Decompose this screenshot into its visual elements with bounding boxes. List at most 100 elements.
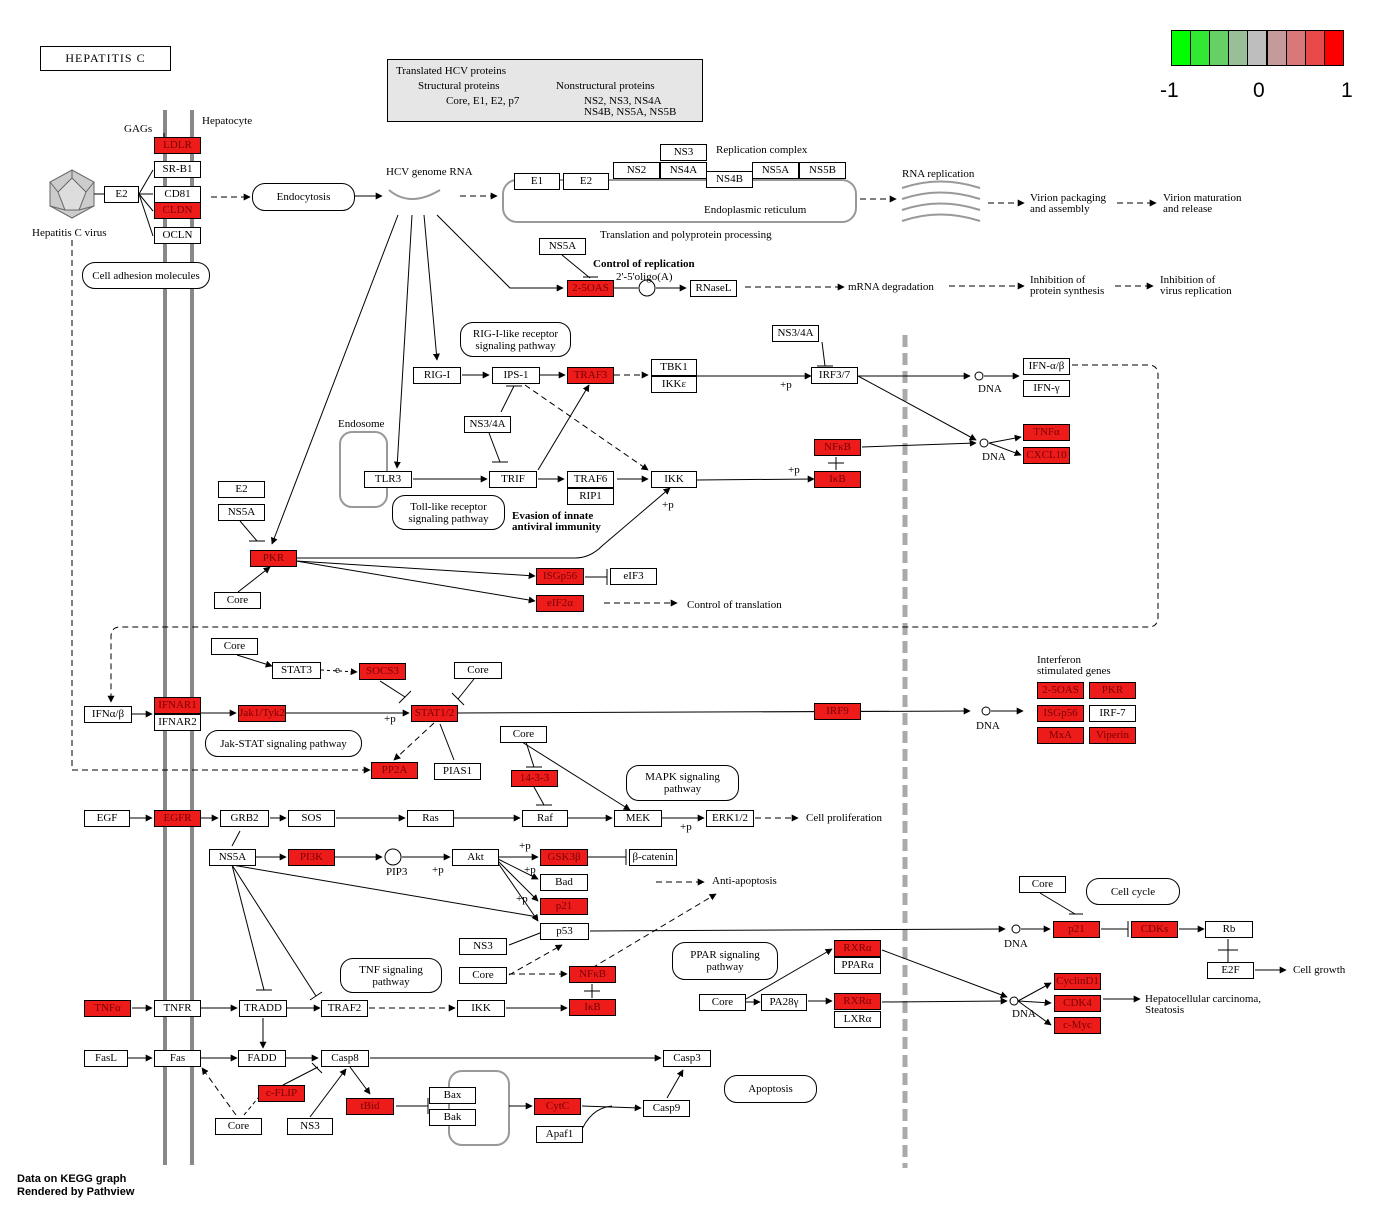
gene-node-cd81[interactable]: CD81 — [154, 186, 201, 203]
gene-node-bad[interactable]: Bad — [540, 874, 588, 891]
gene-node-ns3b[interactable]: NS3 — [459, 938, 507, 955]
gene-node-e2b[interactable]: E2 — [563, 173, 609, 190]
gene-node-tnfr[interactable]: TNFR — [154, 1000, 201, 1017]
gene-node-ns34a[interactable]: NS3/4A — [772, 325, 819, 342]
gene-node-cflip[interactable]: c-FLIP — [258, 1085, 305, 1102]
pathway-link-ppar[interactable]: PPAR signaling pathway — [672, 942, 778, 980]
gene-node-erk12[interactable]: ERK1/2 — [706, 810, 754, 827]
gene-node-oas2[interactable]: 2-5OAS — [1037, 682, 1084, 699]
gene-node-p53[interactable]: p53 — [540, 923, 589, 940]
gene-node-irf7[interactable]: IRF-7 — [1089, 705, 1136, 722]
gene-node-ns5a3[interactable]: NS5A — [218, 504, 265, 521]
gene-node-cmyc[interactable]: c-Myc — [1054, 1017, 1101, 1034]
gene-node-tradd[interactable]: TRADD — [239, 1000, 287, 1017]
gene-node-gsk3b[interactable]: GSK3β — [540, 849, 588, 866]
pathway-link-tnf[interactable]: TNF signaling pathway — [340, 958, 442, 993]
gene-node-fasl[interactable]: FasL — [84, 1050, 128, 1067]
gene-node-tlr3[interactable]: TLR3 — [364, 471, 412, 488]
gene-node-casp8[interactable]: Casp8 — [321, 1050, 369, 1067]
gene-node-nfkb1[interactable]: NFκB — [814, 439, 861, 456]
gene-node-isg56[interactable]: ISGp56 — [536, 568, 584, 585]
gene-node-core2[interactable]: Core — [211, 638, 258, 655]
gene-node-rig-i[interactable]: RIG-I — [413, 367, 461, 384]
gene-node-raf[interactable]: Raf — [522, 810, 568, 827]
gene-node-1433[interactable]: 14-3-3 — [511, 770, 558, 787]
gene-node-e2[interactable]: E2 — [104, 186, 139, 203]
gene-node-pa28g[interactable]: PA28γ — [761, 994, 807, 1011]
gene-node-ns3c[interactable]: NS3 — [287, 1118, 333, 1135]
gene-node-ras[interactable]: Ras — [407, 810, 454, 827]
gene-node-rb[interactable]: Rb — [1205, 921, 1253, 938]
gene-node-ikke[interactable]: IKKε — [651, 376, 697, 393]
gene-node-ifng[interactable]: IFN-γ — [1023, 380, 1070, 397]
gene-node-ns3[interactable]: NS3 — [660, 144, 707, 161]
gene-node-casp3[interactable]: Casp3 — [663, 1050, 711, 1067]
gene-node-cyclind1[interactable]: CyclinD1 — [1054, 973, 1101, 990]
gene-node-nfkb2[interactable]: NFκB — [569, 966, 616, 983]
gene-node-lxra[interactable]: LXRα — [834, 1011, 881, 1028]
gene-node-irf37[interactable]: IRF3/7 — [811, 367, 858, 384]
gene-node-pkr[interactable]: PKR — [250, 550, 297, 567]
gene-node-irf9[interactable]: IRF9 — [814, 703, 861, 720]
pathway-link-jak[interactable]: Jak-STAT signaling pathway — [205, 730, 362, 757]
gene-node-ikb2[interactable]: IκB — [569, 999, 616, 1016]
gene-node-cldn[interactable]: CLDN — [154, 202, 201, 219]
gene-node-isg562[interactable]: ISGp56 — [1037, 705, 1084, 722]
gene-node-ips-1[interactable]: IPS-1 — [492, 367, 540, 384]
gene-node-sos[interactable]: SOS — [288, 810, 335, 827]
gene-node-egfr[interactable]: EGFR — [154, 810, 201, 827]
gene-node-casp9[interactable]: Casp9 — [643, 1100, 690, 1117]
gene-node-ns5a[interactable]: NS5A — [752, 162, 799, 179]
gene-node-core4[interactable]: Core — [500, 726, 547, 743]
pathway-link-mapk[interactable]: MAPK signaling pathway — [626, 765, 739, 801]
gene-node-ns5a4[interactable]: NS5A — [209, 849, 256, 866]
gene-node-socs3[interactable]: SOCS3 — [359, 663, 406, 680]
gene-node-p21b[interactable]: p21 — [1053, 921, 1100, 938]
gene-node-ifnar2[interactable]: IFNAR2 — [154, 714, 201, 731]
gene-node-mek[interactable]: MEK — [614, 810, 662, 827]
gene-node-cdk4[interactable]: CDK4 — [1054, 995, 1101, 1012]
gene-node-e2f[interactable]: E2F — [1207, 962, 1254, 979]
gene-node-fas[interactable]: Fas — [154, 1050, 201, 1067]
gene-node-ikb1[interactable]: IκB — [814, 471, 861, 488]
gene-node-mxa[interactable]: MxA — [1037, 727, 1084, 744]
gene-node-egf[interactable]: EGF — [84, 810, 130, 827]
pathway-link-endocytosis[interactable]: Endocytosis — [252, 183, 355, 211]
pathway-link-cellcycle[interactable]: Cell cycle — [1086, 878, 1180, 905]
gene-node-traf3[interactable]: TRAF3 — [567, 367, 614, 384]
gene-node-ikk2[interactable]: IKK — [457, 1000, 505, 1017]
gene-node-p21a[interactable]: p21 — [540, 898, 588, 915]
gene-node-ppara[interactable]: PPARα — [834, 957, 881, 974]
gene-node-bax[interactable]: Bax — [429, 1087, 476, 1104]
gene-node-rnasel[interactable]: RNaseL — [690, 280, 737, 297]
gene-node-ifnab[interactable]: IFN-α/β — [1023, 358, 1070, 375]
gene-node-cxcl10[interactable]: CXCL10 — [1023, 447, 1070, 464]
gene-node-core8[interactable]: Core — [215, 1118, 262, 1135]
pathway-link-apoptosis[interactable]: Apoptosis — [724, 1075, 817, 1103]
gene-node-sr-b1[interactable]: SR-B1 — [154, 161, 201, 178]
gene-node-core7[interactable]: Core — [699, 994, 746, 1011]
gene-node-tnfa1[interactable]: TNFα — [1023, 424, 1070, 441]
gene-node-ns34a2[interactable]: NS3/4A — [464, 416, 511, 433]
gene-node-pias1[interactable]: PIAS1 — [434, 763, 481, 780]
gene-node-e2c[interactable]: E2 — [218, 481, 265, 498]
gene-node-pkr2[interactable]: PKR — [1089, 682, 1136, 699]
gene-node-ns4a[interactable]: NS4A — [660, 162, 707, 179]
gene-node-cytc[interactable]: CytC — [534, 1098, 581, 1115]
gene-node-ldlr[interactable]: LDLR — [154, 137, 201, 154]
gene-node-stat12[interactable]: STAT1/2 — [411, 705, 458, 722]
gene-node-bak[interactable]: Bak — [429, 1109, 476, 1126]
gene-node-core5[interactable]: Core — [459, 967, 507, 984]
gene-node-pi3k[interactable]: PI3K — [288, 849, 335, 866]
gene-node-traf2[interactable]: TRAF2 — [321, 1000, 368, 1017]
gene-node-bcat[interactable]: β-catenin — [629, 849, 677, 866]
gene-node-apaf1[interactable]: Apaf1 — [536, 1126, 583, 1143]
gene-node-stat3[interactable]: STAT3 — [272, 662, 321, 679]
gene-node-grb2[interactable]: GRB2 — [220, 810, 269, 827]
gene-node-pp2a[interactable]: PP2A — [371, 762, 418, 779]
gene-node-ns5a2[interactable]: NS5A — [539, 238, 586, 255]
gene-node-traf6[interactable]: TRAF6 — [567, 471, 614, 488]
gene-node-trif[interactable]: TRIF — [489, 471, 537, 488]
gene-node-core6[interactable]: Core — [1019, 876, 1066, 893]
gene-node-rxra2[interactable]: RXRα — [834, 993, 881, 1010]
